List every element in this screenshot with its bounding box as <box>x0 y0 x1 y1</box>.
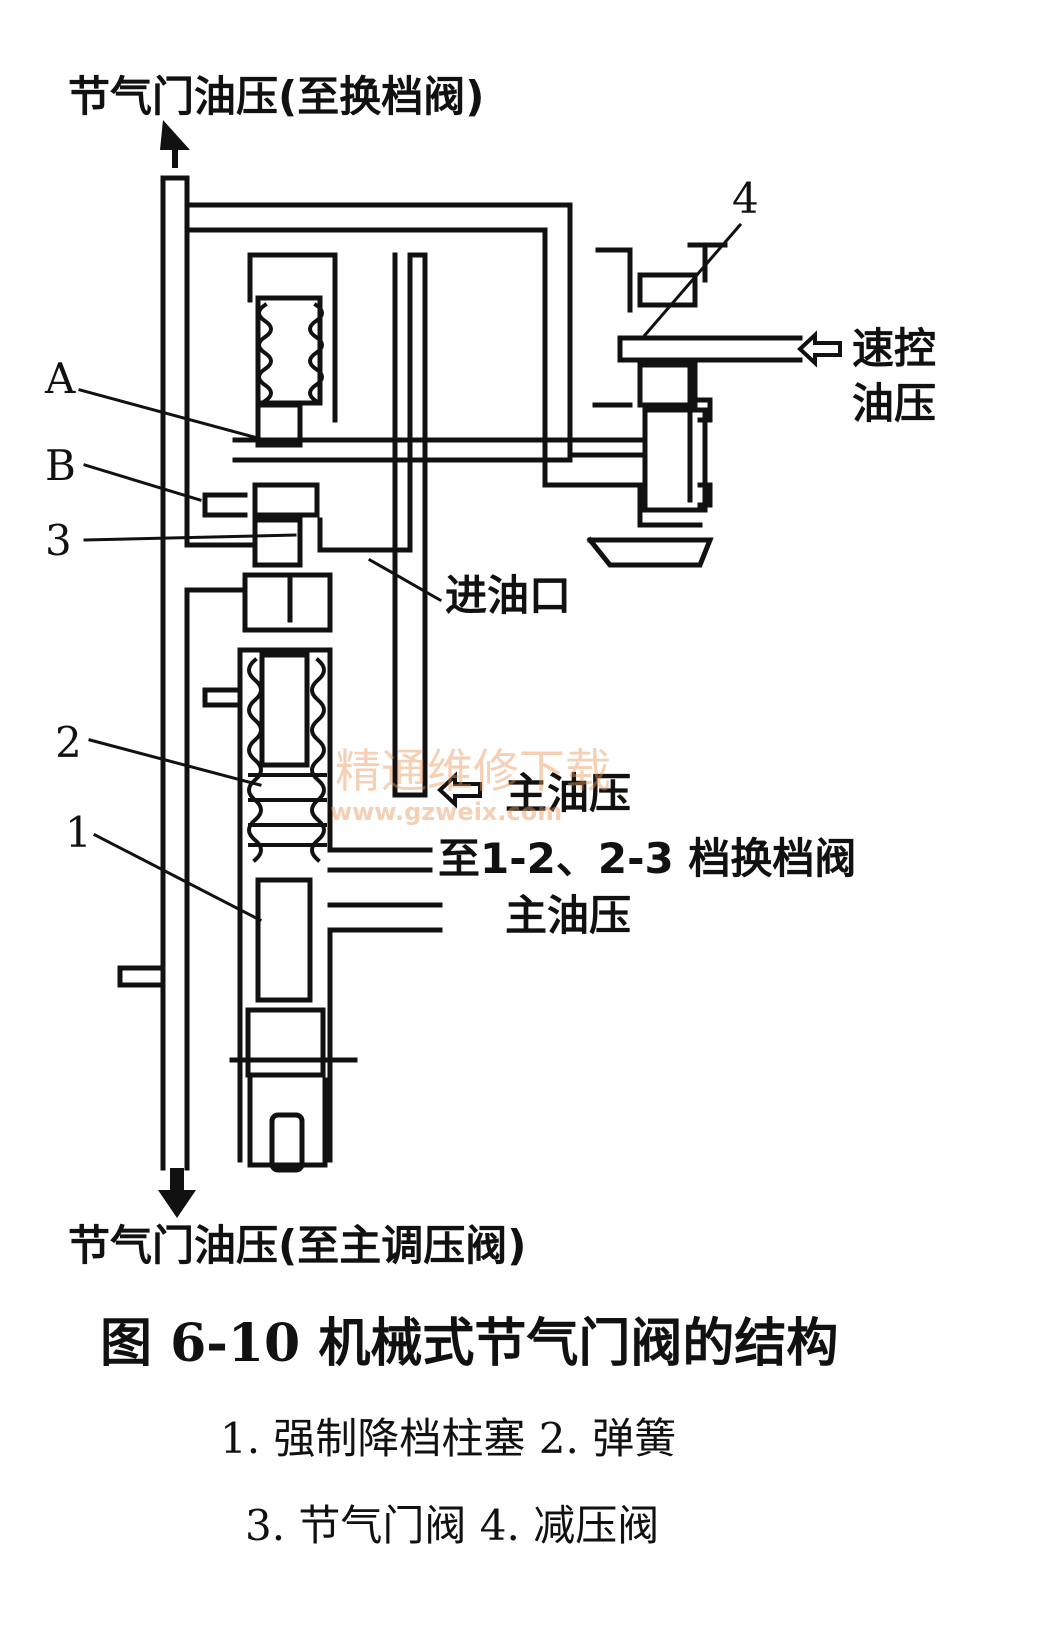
pressure-reducing-valve <box>586 242 803 568</box>
top-pressure-label: 节气门油压(至换档阀) <box>68 72 485 121</box>
speed-control-label-line2: 油压 <box>852 379 937 428</box>
throttle-pressure-channel <box>117 175 643 1171</box>
oil-inlet-label: 进油口 <box>445 571 572 620</box>
main-pressure-arrow-icon <box>437 771 482 809</box>
bottom-pressure-label: 节气门油压(至主调压阀) <box>68 1221 527 1270</box>
down-arrow-icon <box>158 1168 196 1218</box>
speed-control-label-line1: 速控 <box>852 324 937 373</box>
callout-4: 4 <box>732 174 759 223</box>
callout-A: A <box>45 354 76 403</box>
leader-lines <box>78 222 743 923</box>
legend-line-2: 3. 节气门阀 4. 减压阀 <box>245 1501 660 1550</box>
watermark-text: 精通维修下载 <box>335 744 611 798</box>
callout-3: 3 <box>45 516 72 565</box>
watermark-url: www.gzweix.com <box>330 798 563 826</box>
callout-B: B <box>45 441 76 490</box>
figure-title: 图 6-10 机械式节气门阀的结构 <box>100 1313 839 1374</box>
callout-2: 2 <box>55 718 82 767</box>
main-pressure-in-label: 主油压 <box>505 769 632 818</box>
up-arrow-icon <box>160 120 190 168</box>
spring <box>247 302 327 863</box>
legend-line-1: 1. 强制降档柱塞 2. 弹簧 <box>220 1414 677 1463</box>
callout-1: 1 <box>65 808 92 857</box>
main-pressure-out-label: 主油压 <box>505 891 632 940</box>
valve-body <box>202 252 643 1173</box>
speed-control-arrow-icon <box>797 330 842 368</box>
to-shift-valves-label: 至1-2、2-3 档换档阀 <box>438 834 857 883</box>
